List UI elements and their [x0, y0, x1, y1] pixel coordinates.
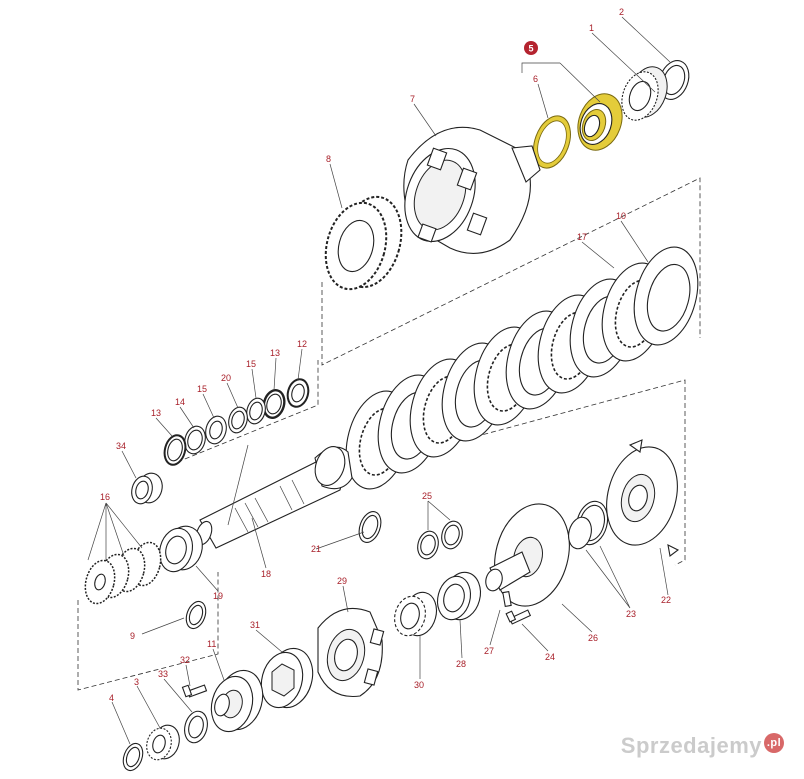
- lower-clutch-frame: [351, 379, 686, 566]
- callout-15b: 15: [197, 384, 207, 394]
- gear-stack-16: [84, 541, 162, 605]
- callout-15a: 15: [246, 359, 256, 369]
- hub-26: [485, 503, 570, 607]
- callout-5: 5: [528, 44, 533, 54]
- callout-2: 2: [619, 7, 624, 17]
- bushing-34: [131, 472, 163, 505]
- rings-25: [417, 520, 463, 560]
- callout-34: 34: [116, 441, 126, 451]
- callout-12: 12: [297, 339, 307, 349]
- callout-19: 19: [213, 591, 223, 601]
- callout-27: 27: [484, 646, 494, 656]
- callout-26: 26: [588, 633, 598, 643]
- circlip-21: [358, 511, 382, 543]
- callout-10: 10: [616, 211, 626, 221]
- ring-stack: [163, 378, 310, 466]
- ring-33: [184, 710, 208, 744]
- clutch-plate-inner: [646, 263, 691, 332]
- callout-13b: 13: [151, 408, 161, 418]
- screw-32: [181, 684, 208, 698]
- main-shaft-18: [195, 446, 353, 549]
- callout-14: 14: [175, 397, 185, 407]
- callout-29: 29: [337, 576, 347, 586]
- leader-lines: [87, 16, 671, 745]
- bolt-24: [505, 609, 532, 625]
- callout-20: 20: [221, 373, 231, 383]
- circlip-4: [122, 742, 144, 772]
- watermark-text: Sprzedajemy: [620, 733, 762, 758]
- callout-labels: 5 1 2 6 7 8 10 17 12 13 15 20 15 14 13 3…: [100, 7, 671, 703]
- callout-4: 4: [109, 693, 114, 703]
- callout-13a: 13: [270, 348, 280, 358]
- callout-16: 16: [100, 492, 110, 502]
- bearing-19: [158, 525, 203, 573]
- callout-30: 30: [414, 680, 424, 690]
- callout-32: 32: [180, 655, 190, 665]
- callout-7: 7: [410, 94, 415, 104]
- pin-27: [502, 590, 512, 608]
- callout-21: 21: [311, 544, 321, 554]
- pressure-plate-22: [606, 439, 680, 557]
- clutch-plate-stack: [345, 246, 699, 490]
- circlip-9: [185, 600, 207, 630]
- clutch-drum-7: [403, 126, 541, 254]
- bearing-28: [436, 571, 482, 621]
- carrier-29: [317, 607, 385, 698]
- watermark: Sprzedajemy.pl: [621, 733, 784, 759]
- rings-23: [568, 500, 609, 550]
- callout-6: 6: [533, 74, 538, 84]
- needle-cage-30: [394, 591, 438, 637]
- shaft-group-frame: [77, 572, 219, 691]
- callout-3: 3: [134, 677, 139, 687]
- highlighted-circlip-6: [533, 115, 571, 169]
- callout-31: 31: [250, 620, 260, 630]
- highlighted-bearing-5: [577, 93, 623, 151]
- callout-18: 18: [261, 569, 271, 579]
- callout-8: 8: [326, 154, 331, 164]
- upper-clutch-frame: [321, 177, 701, 366]
- callout-28: 28: [456, 659, 466, 669]
- callout-24: 24: [545, 652, 555, 662]
- sleeve-31: [260, 647, 314, 709]
- callout-1: 1: [589, 23, 594, 33]
- callout-11: 11: [207, 639, 216, 649]
- flange-11: [210, 669, 264, 733]
- callout-9: 9: [130, 631, 135, 641]
- gear-bearing-1: [621, 66, 668, 121]
- highlight-badge: [524, 41, 538, 55]
- callout-23: 23: [626, 609, 636, 619]
- spur-gear-8: [324, 195, 403, 291]
- callout-22: 22: [661, 595, 671, 605]
- watermark-badge: .pl: [764, 733, 784, 753]
- callout-33: 33: [158, 669, 168, 679]
- bearing-3: [146, 724, 180, 761]
- callout-17: 17: [577, 232, 587, 242]
- callout-25: 25: [422, 491, 432, 501]
